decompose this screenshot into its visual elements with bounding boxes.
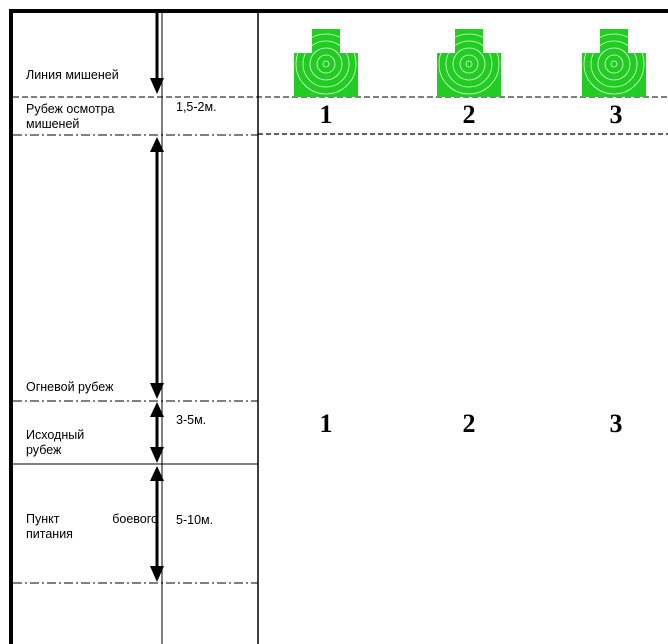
supply-word-2: боевого <box>112 512 158 526</box>
distance-supply: 5-10м. <box>176 513 214 527</box>
distance-start: 3-5м. <box>176 413 207 427</box>
supply-word-3: питания <box>26 527 73 541</box>
lane-number-bottom-1: 1 <box>319 409 333 438</box>
target-line-label: Линия мишеней <box>26 68 119 82</box>
arrow-head-up-icon <box>150 137 164 152</box>
distance-inspection: 1,5-2м. <box>176 100 217 114</box>
outer-frame-top <box>9 9 668 13</box>
firing-line-label: Огневой рубеж <box>26 380 114 394</box>
lane-number-bottom-3: 3 <box>609 409 623 438</box>
lane-number-top-3: 3 <box>609 100 623 129</box>
lane-number-top-2: 2 <box>462 100 476 129</box>
supply-point-label: Пункт боевого питания <box>26 512 158 542</box>
lane-number-bottom-2: 2 <box>462 409 476 438</box>
target-icon <box>294 29 358 97</box>
arrow-head-down-icon <box>150 447 164 463</box>
target-icon <box>582 29 646 97</box>
lane-number-top-1: 1 <box>319 100 333 129</box>
supply-word-1: Пункт <box>26 512 60 526</box>
arrow-head-down-icon <box>150 383 164 399</box>
outer-frame-left <box>9 9 13 644</box>
start-line-label: Исходный рубеж <box>26 428 85 457</box>
target-icon <box>437 29 501 97</box>
arrow-head-up-icon <box>150 402 164 417</box>
arrow-head-up-icon <box>150 466 164 481</box>
arrow-head-down-icon <box>150 78 164 94</box>
arrow-head-down-icon <box>150 566 164 582</box>
inspection-line-label: Рубеж осмотра мишеней <box>26 102 115 131</box>
supply-point-words: Пункт боевого <box>26 512 158 527</box>
targets-group <box>294 29 646 97</box>
